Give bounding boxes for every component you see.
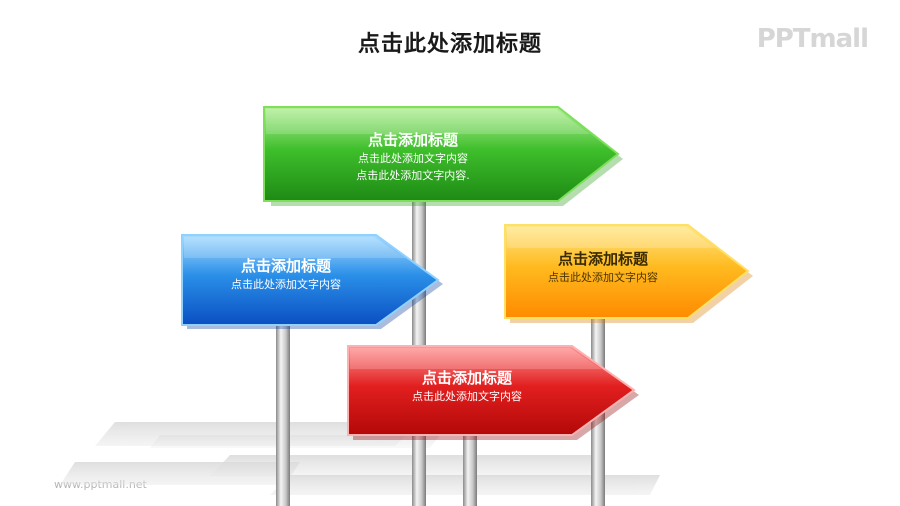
- sign-blue-arrow: [181, 234, 443, 329]
- sign-green-line2[interactable]: 点击此处添加文字内容.: [356, 169, 470, 182]
- sign-blue-text: 点击添加标题 点击此处添加文字内容: [186, 256, 386, 293]
- sign-green-line1[interactable]: 点击此处添加文字内容: [358, 152, 468, 165]
- pole-blue: [276, 322, 290, 506]
- sign-blue-heading[interactable]: 点击添加标题: [240, 257, 331, 275]
- sign-green-arrow: [263, 106, 623, 206]
- sign-green-heading[interactable]: 点击添加标题: [367, 131, 458, 149]
- sign-red-arrow: [347, 345, 639, 440]
- sign-red-line1[interactable]: 点击此处添加文字内容: [412, 390, 522, 403]
- pole-red: [463, 434, 477, 506]
- sign-blue-line1[interactable]: 点击此处添加文字内容: [231, 278, 341, 291]
- sign-orange-heading[interactable]: 点击添加标题: [557, 250, 648, 268]
- sign-orange-line1[interactable]: 点击此处添加文字内容: [548, 271, 658, 284]
- sign-red-heading[interactable]: 点击添加标题: [421, 369, 512, 387]
- page-title: 点击此处添加标题: [357, 32, 542, 57]
- brand-logo: PPTmall: [756, 24, 869, 54]
- sign-orange-arrow: [504, 224, 753, 323]
- sign-orange-text: 点击添加标题 点击此处添加文字内容: [505, 249, 701, 286]
- sign-red-text: 点击添加标题 点击此处添加文字内容: [352, 368, 582, 405]
- sign-green-text: 点击添加标题 点击此处添加文字内容 点击此处添加文字内容.: [268, 130, 558, 184]
